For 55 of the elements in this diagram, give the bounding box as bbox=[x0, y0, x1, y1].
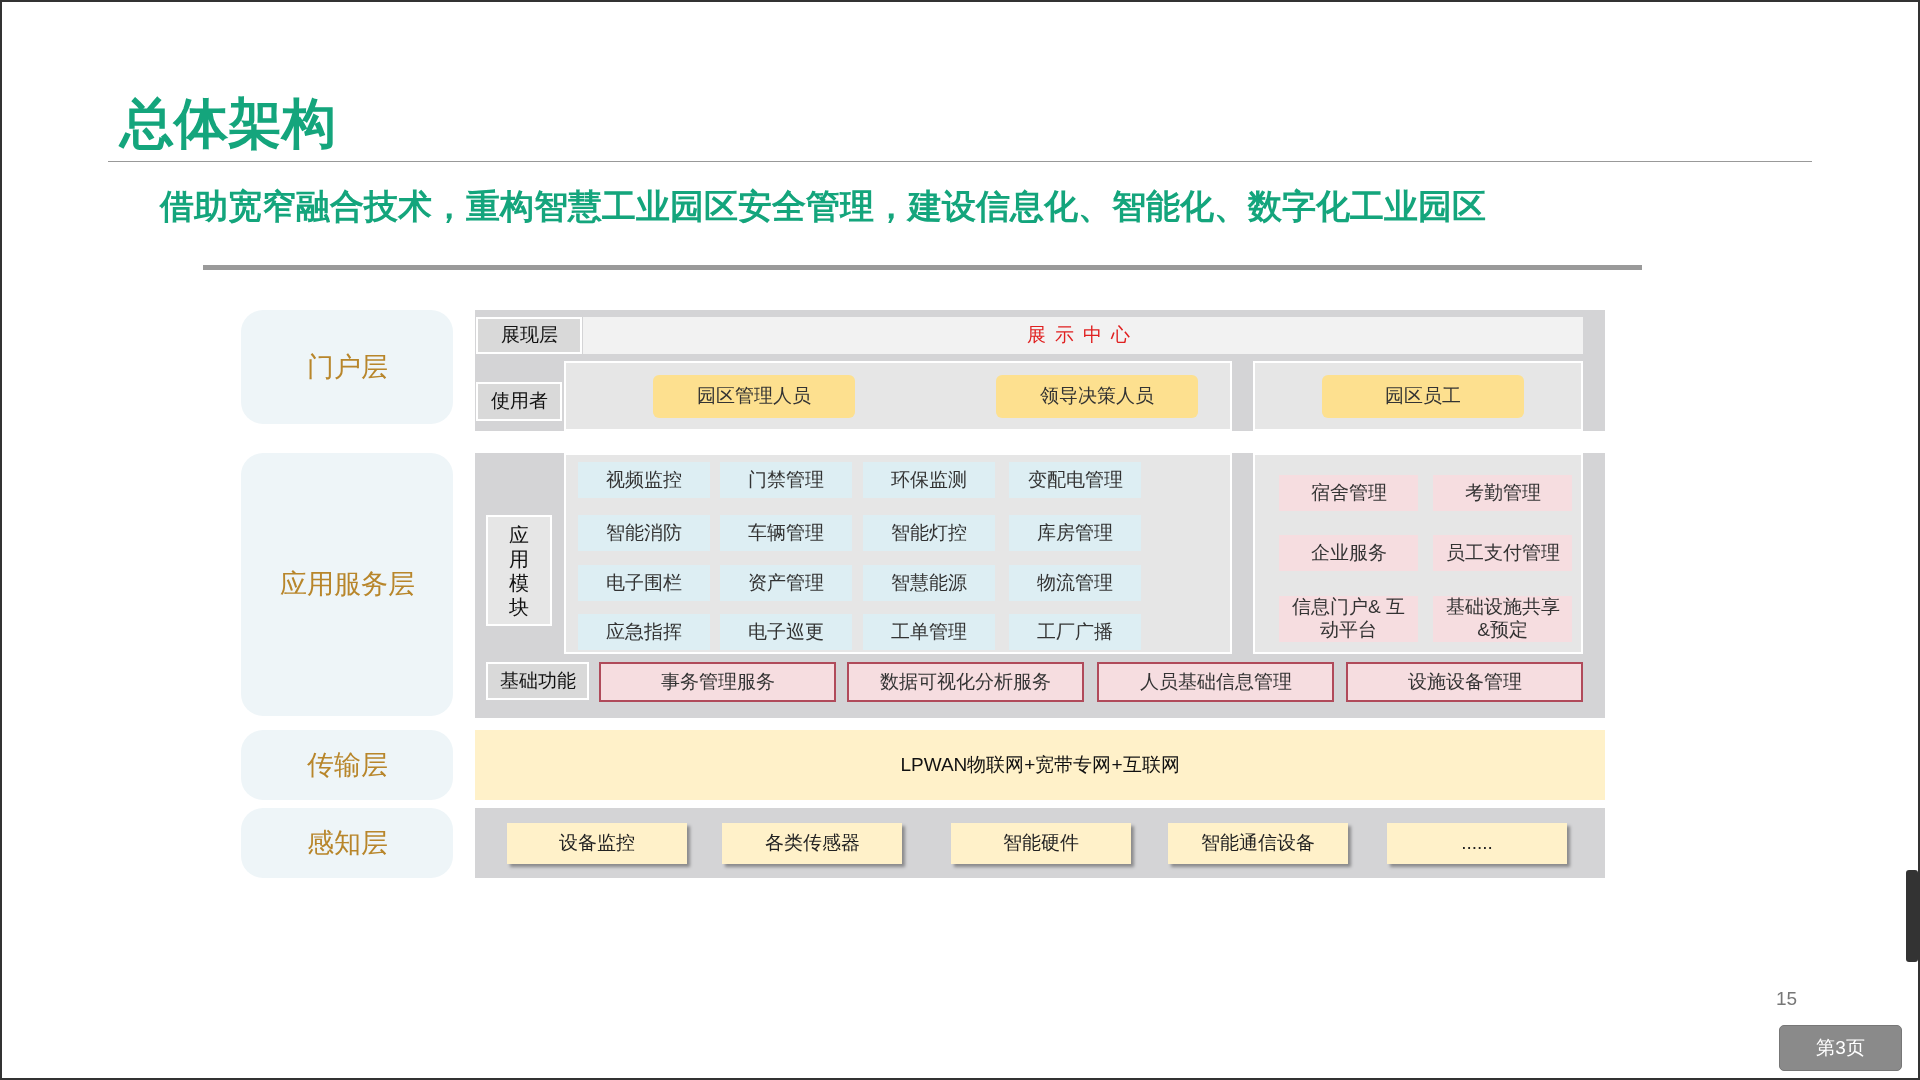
module-box: 车辆管理 bbox=[720, 515, 852, 551]
layer-label: 应用服务层 bbox=[241, 453, 453, 716]
service-box: 员工支付管理 bbox=[1433, 535, 1572, 571]
service-box: 企业服务 bbox=[1279, 535, 1418, 571]
layer-label: 感知层 bbox=[241, 808, 453, 878]
device-box: 设备监控 bbox=[507, 823, 687, 864]
function-box: 事务管理服务 bbox=[599, 662, 836, 702]
module-box: 资产管理 bbox=[720, 565, 852, 601]
module-box: 环保监测 bbox=[863, 462, 995, 498]
module-box: 电子围栏 bbox=[578, 565, 710, 601]
device-box: 智能硬件 bbox=[951, 823, 1131, 864]
module-box: 智慧能源 bbox=[863, 565, 995, 601]
module-box: 电子巡更 bbox=[720, 614, 852, 650]
role-box: 园区管理人员 bbox=[653, 375, 855, 418]
function-box: 设施设备管理 bbox=[1346, 662, 1583, 702]
row-label: 基础功能 bbox=[486, 662, 589, 700]
module-box: 门禁管理 bbox=[720, 462, 852, 498]
layer-panel bbox=[475, 453, 1605, 718]
row-label: 应用模块 bbox=[486, 515, 552, 626]
module-box: 工单管理 bbox=[863, 614, 995, 650]
device-box: ...... bbox=[1387, 823, 1567, 864]
module-box: 视频监控 bbox=[578, 462, 710, 498]
service-box: 宿舍管理 bbox=[1279, 475, 1418, 511]
module-box: 工厂广播 bbox=[1009, 614, 1141, 650]
layer-panel bbox=[475, 310, 1605, 431]
service-box: 信息门户& 互动平台 bbox=[1279, 596, 1418, 642]
module-box: 物流管理 bbox=[1009, 565, 1141, 601]
role-box: 领导决策人员 bbox=[996, 375, 1198, 418]
slide-title: 总体架构 bbox=[120, 92, 336, 155]
module-box: 库房管理 bbox=[1009, 515, 1141, 551]
module-box: 智能消防 bbox=[578, 515, 710, 551]
subtitle: 借助宽窄融合技术，重构智慧工业园区安全管理，建设信息化、智能化、数字化工业园区 bbox=[160, 186, 1486, 227]
module-box: 变配电管理 bbox=[1009, 462, 1141, 498]
device-box: 智能通信设备 bbox=[1168, 823, 1348, 864]
row-label: 使用者 bbox=[476, 382, 562, 421]
device-box: 各类传感器 bbox=[722, 823, 902, 864]
layer-label: 门户层 bbox=[241, 310, 453, 424]
layer-panel bbox=[475, 808, 1605, 878]
banner: 展示中心 bbox=[583, 317, 1583, 354]
function-box: 数据可视化分析服务 bbox=[847, 662, 1084, 702]
page-number: 15 bbox=[1776, 988, 1798, 1010]
network-band: LPWAN物联网+宽带专网+互联网 bbox=[475, 730, 1605, 800]
page-button: 第3页 bbox=[1779, 1025, 1902, 1071]
module-box: 智能灯控 bbox=[863, 515, 995, 551]
service-box: 基础设施共享&预定 bbox=[1433, 596, 1572, 642]
inner-panel bbox=[1253, 453, 1583, 654]
layer-label: 传输层 bbox=[241, 730, 453, 800]
inner-panel bbox=[1253, 361, 1583, 431]
service-box: 考勤管理 bbox=[1433, 475, 1572, 511]
row-label: 展现层 bbox=[476, 317, 582, 354]
inner-panel bbox=[564, 453, 1232, 654]
inner-panel bbox=[564, 361, 1232, 431]
function-box: 人员基础信息管理 bbox=[1097, 662, 1334, 702]
role-box: 园区员工 bbox=[1322, 375, 1524, 418]
module-box: 应急指挥 bbox=[578, 614, 710, 650]
